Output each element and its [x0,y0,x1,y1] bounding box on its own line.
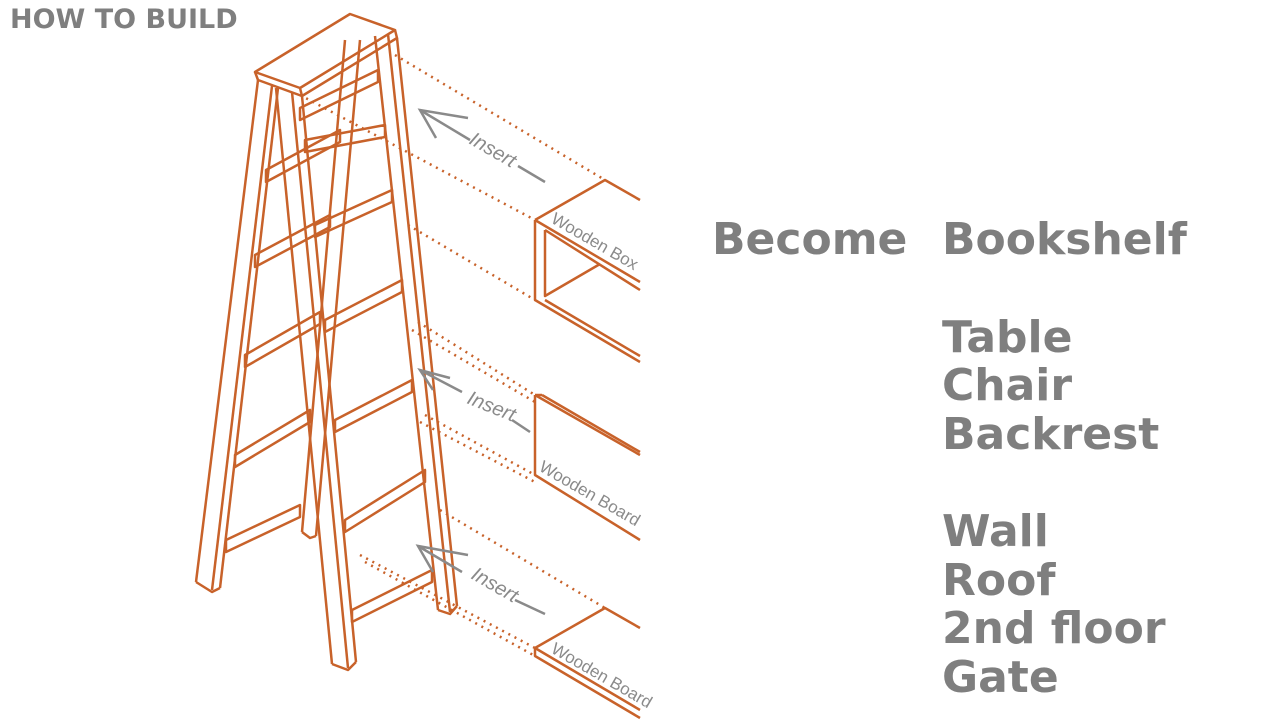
use-item: Backrest [942,408,1160,460]
insert-label: Insert [466,128,522,173]
ladder-leg-back-right [373,33,459,616]
page-title: HOW TO BUILD [10,4,238,35]
ladder-rung [264,128,342,184]
insert-label: Insert [464,387,520,427]
ladder-rung [303,123,387,154]
ladder-leg-front-left [194,79,280,594]
arrow-left-icon [417,367,531,434]
become-label: Become [712,214,908,265]
ladder-rung [333,378,414,434]
ladder-rung [350,568,434,624]
ladder-rungs-left [224,128,342,554]
use-item: Wall [942,506,1049,557]
ladder-rung [233,408,312,469]
ladder-rung [243,310,322,369]
wooden-board-middle [533,393,641,542]
ladder-rung [224,503,302,554]
uses-list: Bookshelf Table Chair Backrest Wall Roof… [942,216,1187,702]
use-item: 2nd floor [942,603,1166,654]
part-label-wooden-board: Wooden Board [536,457,643,530]
ladder-rung [343,468,427,534]
use-item: Chair [942,360,1073,411]
arrow-left-icon [417,108,546,184]
guide-lines [299,53,606,658]
arrow-left-icon [415,544,546,616]
use-item: Table [942,311,1073,363]
ladder-rung [253,213,332,269]
use-item: Gate [942,651,1059,703]
ladder-rung [323,278,404,334]
part-label-wooden-board: Wooden Board [548,639,655,712]
insert-label: Insert [468,563,524,608]
wooden-board-bottom [533,606,641,720]
insert-arrows [415,108,546,616]
use-item: Roof [942,554,1056,606]
ladder-leg-back-left [300,39,362,540]
use-item: Bookshelf [942,214,1187,265]
ladder-rung [313,188,394,239]
wooden-box [533,178,641,364]
ladder-rung [298,68,380,122]
